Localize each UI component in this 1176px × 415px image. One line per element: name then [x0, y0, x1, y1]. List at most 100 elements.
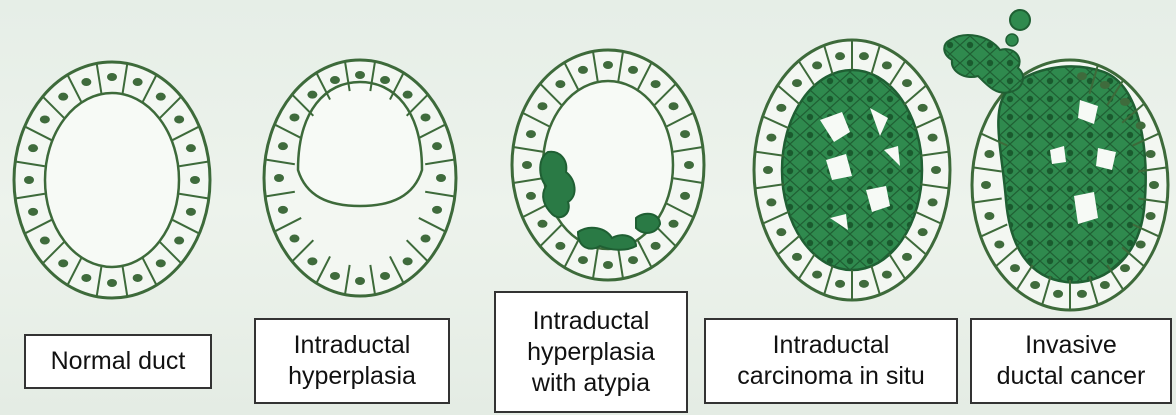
cell-nucleus — [355, 71, 365, 79]
cell-nucleus — [330, 272, 340, 280]
label-hyperplasia-with-atypia: Intraductal hyperplasia with atypia — [494, 291, 688, 413]
cell-nucleus — [835, 52, 845, 60]
cell-nucleus — [984, 212, 994, 220]
cell-nucleus — [278, 142, 288, 150]
cell-nucleus — [603, 61, 613, 69]
cell-nucleus — [1010, 264, 1020, 272]
cell-nucleus — [537, 102, 547, 110]
cell-nucleus — [792, 79, 802, 87]
label-intraductal-hyperplasia: Intraductal hyperplasia — [254, 318, 450, 404]
cell-nucleus — [81, 274, 91, 282]
cell-nucleus — [1100, 281, 1110, 289]
cell-nucleus — [289, 113, 299, 121]
cell-nucleus — [28, 144, 38, 152]
cell-nucleus — [330, 76, 340, 84]
cell-nucleus — [526, 192, 536, 200]
cell-nucleus — [289, 235, 299, 243]
cell-nucleus — [432, 206, 442, 214]
cell-nucleus — [40, 237, 50, 245]
cell-nucleus — [684, 161, 694, 169]
cell-nucleus — [403, 257, 413, 265]
cell-nucleus — [1120, 98, 1130, 106]
cell-nucleus — [578, 66, 588, 74]
cell-nucleus — [651, 80, 661, 88]
cell-nucleus — [1077, 72, 1087, 80]
cell-nucleus — [981, 181, 991, 189]
cell-nucleus — [882, 271, 892, 279]
cell-nucleus — [380, 76, 390, 84]
cell-nucleus — [994, 240, 1004, 248]
atypia-illustration — [512, 50, 704, 280]
cell-nucleus — [421, 235, 431, 243]
cell-nucleus — [1136, 122, 1146, 130]
cell-nucleus — [792, 253, 802, 261]
cell-nucleus — [40, 115, 50, 123]
cell-nucleus — [355, 277, 365, 285]
cell-nucleus — [882, 61, 892, 69]
carcinoma-in-situ-illustration — [754, 40, 950, 300]
cell-nucleus — [58, 259, 68, 267]
cell-nucleus — [766, 198, 776, 206]
cell-nucleus — [432, 142, 442, 150]
cell-nucleus — [526, 130, 536, 138]
cell-nucleus — [278, 206, 288, 214]
cell-nucleus — [859, 52, 869, 60]
cell-nucleus — [776, 104, 786, 112]
cell-nucleus — [174, 237, 184, 245]
cell-nucleus — [307, 91, 317, 99]
cell-nucleus — [578, 256, 588, 264]
cell-nucleus — [133, 78, 143, 86]
cell-nucleus — [186, 144, 196, 152]
cell-nucleus — [1146, 150, 1156, 158]
cell-nucleus — [436, 174, 446, 182]
cell-nucleus — [156, 259, 166, 267]
cell-nucleus — [835, 280, 845, 288]
cell-nucleus — [1053, 290, 1063, 298]
cell-nucleus — [24, 176, 34, 184]
cell-nucleus — [628, 66, 638, 74]
cell-nucleus — [669, 102, 679, 110]
cell-nucleus — [1100, 81, 1110, 89]
cell-nucleus — [776, 228, 786, 236]
cell-nucleus — [186, 208, 196, 216]
cell-nucleus — [918, 104, 928, 112]
cell-nucleus — [107, 279, 117, 287]
cell-nucleus — [1149, 181, 1159, 189]
cell-nucleus — [680, 192, 690, 200]
cell-nucleus — [403, 91, 413, 99]
cell-nucleus — [859, 280, 869, 288]
cell-nucleus — [555, 242, 565, 250]
cell-nucleus — [928, 134, 938, 142]
cell-nucleus — [1077, 290, 1087, 298]
cell-nucleus — [766, 134, 776, 142]
cell-nucleus — [812, 271, 822, 279]
hyperplasia-illustration — [264, 60, 456, 296]
cell-nucleus — [81, 78, 91, 86]
cell-nucleus — [555, 80, 565, 88]
cell-nucleus — [628, 256, 638, 264]
cell-nucleus — [928, 198, 938, 206]
cell-nucleus — [1136, 240, 1146, 248]
label-normal-duct: Normal duct — [24, 334, 212, 389]
cell-nucleus — [902, 253, 912, 261]
cell-nucleus — [133, 274, 143, 282]
cell-nucleus — [680, 130, 690, 138]
cell-nucleus — [1030, 281, 1040, 289]
label-invasive-ductal-cancer: Invasive ductal cancer — [970, 318, 1172, 404]
cell-nucleus — [1120, 264, 1130, 272]
cell-nucleus — [603, 261, 613, 269]
cell-nucleus — [190, 176, 200, 184]
cell-nucleus — [537, 220, 547, 228]
cell-nucleus — [984, 150, 994, 158]
cell-nucleus — [651, 242, 661, 250]
cell-nucleus — [107, 73, 117, 81]
cell-nucleus — [421, 113, 431, 121]
cell-nucleus — [380, 272, 390, 280]
cell-nucleus — [763, 166, 773, 174]
cell-nucleus — [812, 61, 822, 69]
cell-nucleus — [931, 166, 941, 174]
normal-duct-illustration — [14, 62, 210, 298]
cell-nucleus — [156, 93, 166, 101]
cell-nucleus — [274, 174, 284, 182]
